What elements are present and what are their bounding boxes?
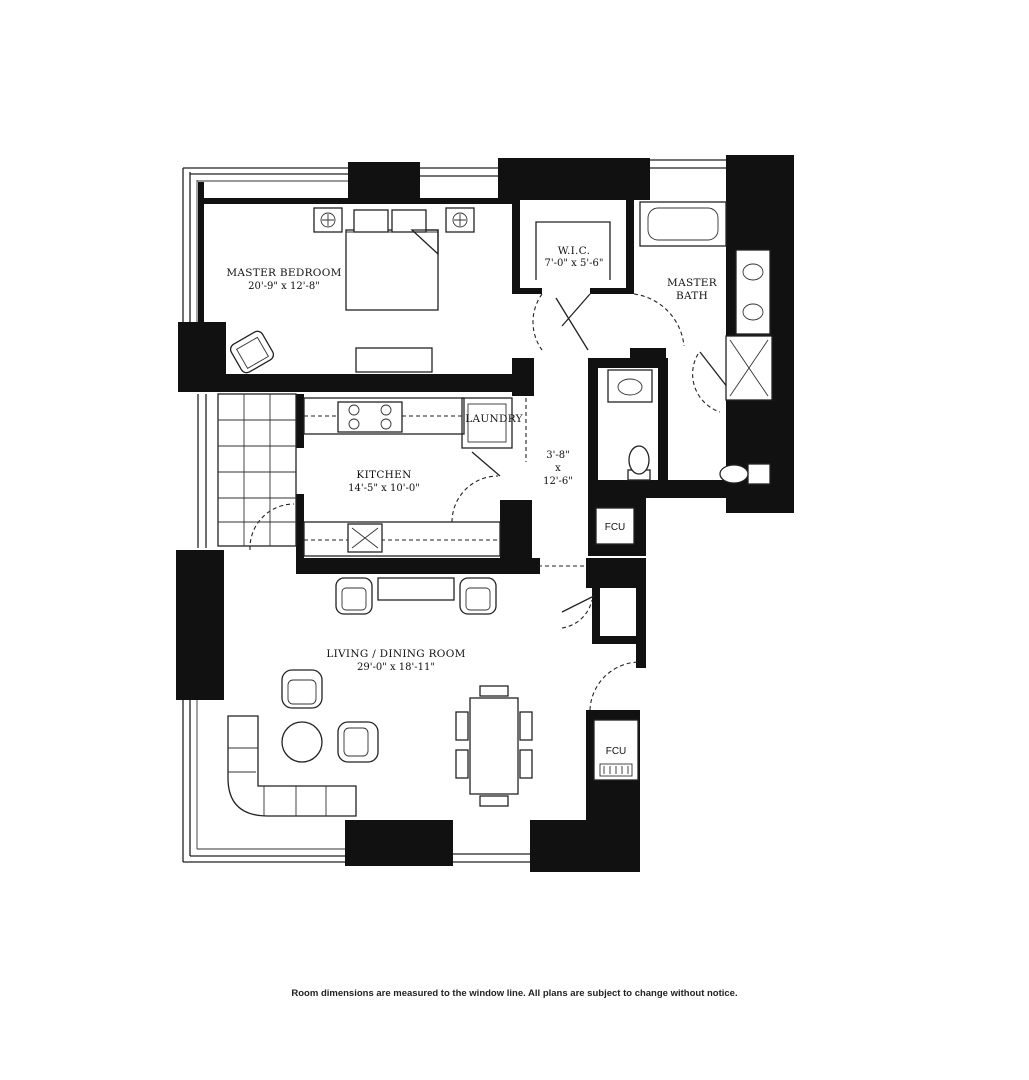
fcu-units: [593, 507, 639, 781]
living-dining-dims: 29'-0" x 18'-11": [357, 662, 435, 673]
master-bedroom-label: MASTER BEDROOM: [226, 267, 341, 279]
bedroom-furniture: [229, 207, 475, 374]
terrace-grid: [217, 393, 297, 547]
door-swings: [249, 293, 729, 711]
living-furniture: [227, 577, 533, 817]
master-bath-label-line2: BATH: [676, 290, 708, 302]
disclaimer-note: Room dimensions are measured to the wind…: [291, 988, 738, 999]
bath-fixtures: [639, 201, 773, 485]
kitchen-label: KITCHEN: [356, 469, 411, 481]
powder-room-fixtures: [607, 369, 653, 481]
laundry-label: LAUNDRY: [465, 413, 523, 425]
walls: [176, 155, 794, 872]
hall-dim-length: 12'-6": [543, 476, 573, 487]
fcu-lower-label: FCU: [606, 746, 627, 757]
living-dining-label: LIVING / DINING ROOM: [326, 648, 465, 660]
window-lines: [182, 159, 728, 863]
wic-label: W.I.C.: [558, 245, 591, 257]
wic-shelving: [535, 221, 611, 280]
wic-dims: 7'-0" x 5'-6": [545, 258, 604, 269]
fcu-upper-label: FCU: [605, 522, 626, 533]
kitchen-dims: 14'-5" x 10'-0": [348, 483, 420, 494]
master-bath-label-line1: MASTER: [667, 277, 718, 289]
hall-dim-x: x: [555, 463, 561, 474]
master-bedroom-dims: 20'-9" x 12'-8": [248, 281, 320, 292]
hall-dim-width: 3'-8": [546, 450, 569, 461]
kitchen-cabinets: [303, 397, 513, 557]
